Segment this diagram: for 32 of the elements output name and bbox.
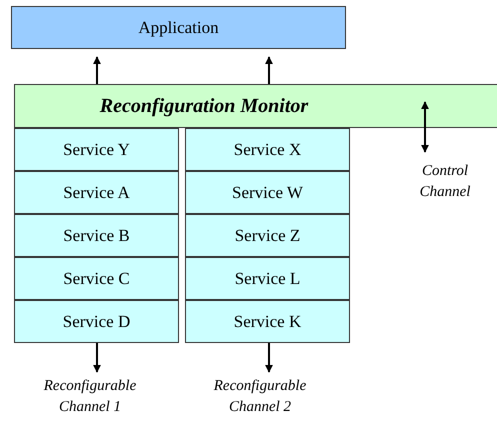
service-box [14, 171, 179, 214]
arrow [93, 343, 101, 373]
channel-label: Control Channel [418, 162, 472, 202]
monitor-bar [14, 84, 497, 128]
channel-label: Reconfigurable Channel 1 [42, 377, 138, 417]
service-label: Service D [62, 312, 130, 332]
service-label: Service A [63, 182, 130, 202]
service-box [14, 214, 179, 257]
service-label: Service K [234, 312, 302, 332]
service-box [185, 214, 350, 257]
service-box [14, 300, 179, 343]
monitor-title: Reconfiguration Monitor [100, 94, 308, 118]
service-box [14, 257, 179, 300]
service-label: Service X [234, 140, 302, 160]
service-box [185, 300, 350, 343]
service-box [185, 171, 350, 214]
service-label: Service C [63, 268, 130, 288]
arrow [265, 56, 273, 84]
service-box [185, 128, 350, 171]
application-label: Application [138, 18, 219, 38]
service-box [14, 128, 179, 171]
service-label: Service L [234, 268, 300, 288]
arrow [93, 56, 101, 84]
service-box [185, 257, 350, 300]
service-label: Service Z [234, 226, 300, 246]
channel-label: Reconfigurable Channel 2 [212, 377, 308, 417]
arrow [265, 343, 273, 373]
service-label: Service Y [63, 140, 130, 160]
arrow [421, 101, 429, 153]
service-label: Service B [63, 226, 130, 246]
application-box [11, 6, 346, 49]
service-label: Service W [232, 182, 303, 202]
